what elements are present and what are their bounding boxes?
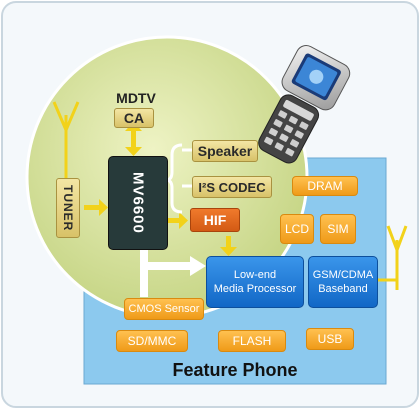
tuner-block: TUNER <box>56 178 80 238</box>
mdtv-label: MDTV <box>116 90 156 106</box>
usb-block: USB <box>306 328 354 350</box>
baseband-antenna-icon <box>378 225 408 290</box>
sim-block: SIM <box>320 214 356 244</box>
white-bus-arrows <box>140 245 206 297</box>
cmos-sensor-block: CMOS Sensor <box>124 298 204 320</box>
media-processor-block: Low-end Media Processor <box>206 256 304 308</box>
yellow-arrows <box>84 122 237 256</box>
i2s-codec-block: I²S CODEC <box>192 176 272 198</box>
hif-block: HIF <box>190 208 240 232</box>
lcd-block: LCD <box>280 214 314 244</box>
sd-mmc-block: SD/MMC <box>116 330 188 352</box>
baseband-block: GSM/CDMA Baseband <box>308 256 378 308</box>
flash-block: FLASH <box>218 330 286 352</box>
ca-block: CA <box>114 108 154 128</box>
tuner-antenna-icon <box>52 101 80 178</box>
speaker-block: Speaker <box>192 140 258 162</box>
feature-phone-label: Feature Phone <box>172 359 298 380</box>
dram-block: DRAM <box>292 176 358 196</box>
mv6600-chip: MV6600 <box>108 156 168 250</box>
flip-phone-icon <box>258 45 351 164</box>
